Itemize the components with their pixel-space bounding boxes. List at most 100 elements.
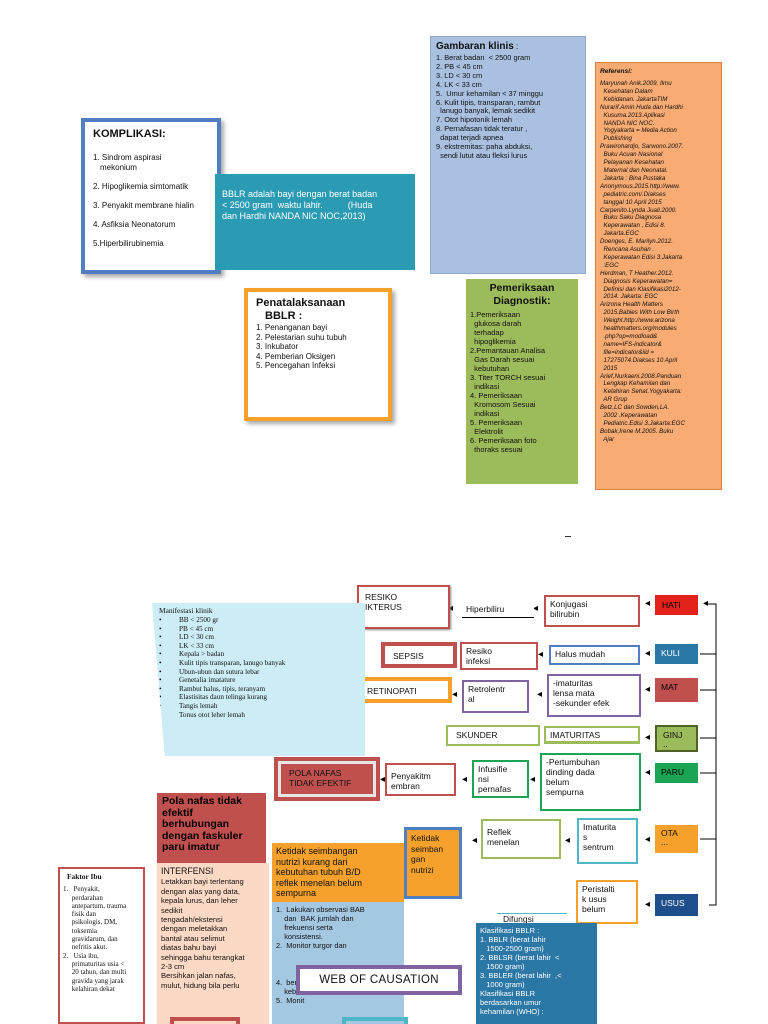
referensi-item: 17275074.Diakses 10 April [600, 356, 678, 364]
interfensi-item: Bersihkan jalan nafas, [161, 971, 236, 981]
pemeriksaan-title: Pemeriksaan Diagnostik: [489, 282, 555, 307]
web-of-causation-title: WEB OF CAUSATION [296, 965, 462, 995]
arrow-icon: ◂ [538, 649, 544, 660]
pemeriksaan-item: 5. Pemeriksaan [470, 418, 523, 427]
klasifikasi-item: 1000 gram) [480, 980, 525, 989]
referensi-item: NANDA NIC NOC. [600, 119, 655, 127]
pemeriksaan-diagnostik-box: Pemeriksaan Diagnostik: 1.Pemeriksaan gl… [466, 279, 578, 484]
referensi-item: 2002 .Keperawatan [600, 412, 658, 420]
faktor-ibu-item: primaturitas usia < [63, 959, 125, 968]
pemeriksaan-item: terhadap [470, 328, 504, 337]
manifestasi-item: •LK < 33 cm [159, 642, 358, 651]
pemeriksaan-item: 1.Pemeriksaan [470, 310, 521, 319]
faktor-ibu-item: toksemia [63, 926, 98, 935]
faktor-ibu-item: kelahiran dekat [63, 984, 115, 993]
nutrisi-intervention-line: 1. Lakukan observasi BAB [276, 904, 365, 914]
bullet-icon: • [159, 667, 162, 676]
referensi-item: file=indicator&iid = [600, 348, 654, 356]
nutrisi-intervention-line: dan BAK jumlah dan [276, 913, 354, 923]
arrow-icon: ◂ [472, 835, 478, 846]
organ-otak: OTA... [655, 825, 698, 853]
referensi-item: healthmatters.org/modules [600, 325, 677, 333]
referensi-item: Kusuma.2013.Aplikasi [600, 111, 665, 119]
referensi-item: Pediatric.Edisi 3.Jakarta:EGC [600, 419, 685, 427]
nutrisi-diagnosis-line: Ketidak seimbangan [276, 846, 358, 856]
manifestasi-item: •Elastisitas daun telinga kurang [159, 693, 358, 702]
outcome-retinopati: RETINOPATI [358, 677, 452, 703]
arrow-icon: ◂ [645, 899, 651, 910]
gambaran-klinis-item: dapat terjadi apnea [436, 133, 504, 143]
klasifikasi-item: Klasifikasi BBLR : [480, 926, 540, 935]
interfensi-item: dengan alas yang data, [161, 886, 240, 896]
arrow-icon: ◂ [645, 732, 651, 743]
referensi-item: Prawirohardjo, Sarwono.2007. [600, 143, 684, 151]
referensi-item: :EGC [600, 261, 619, 269]
bullet-icon: • [159, 684, 162, 693]
faktor-ibu-item: gravidarum, dan [63, 935, 118, 944]
arrow-icon: ◂ [645, 834, 651, 845]
pemeriksaan-item: Gas Darah sesuai [470, 355, 535, 364]
referensi-item: Maryunah Anik.2009. Ilmu [600, 80, 672, 87]
pemeriksaan-item: indikasi [470, 409, 500, 418]
komplikasi-item: 5.Hiperbilirubinemia [93, 239, 164, 248]
arrow-icon: ◂ [645, 684, 651, 695]
komplikasi-item: 4. Asfiksia Neonatorum [93, 220, 176, 229]
referensi-item: Definisi dan Klasifikasi2012- [600, 285, 681, 293]
klasifikasi-list: Klasifikasi BBLR :1. BBLR (berat lahir 1… [480, 926, 593, 1016]
klasifikasi-item: 1500 gram) [480, 962, 525, 971]
pemeriksaan-item: 3. Titer TORCH sesuai [470, 373, 546, 382]
referensi-box: Referensi: Maryunah Anik.2009. Ilmu Kese… [595, 62, 722, 490]
referensi-item: 2015.Babies With Low Birth [600, 309, 680, 317]
pemeriksaan-item: 4. Pemeriksaan [470, 391, 523, 400]
referensi-item: Buku Acuan Nasional [600, 151, 663, 159]
nutrisi-diagnosis-line: reflek menelan belum [276, 877, 363, 888]
arrow-icon: ◂ [448, 603, 454, 614]
klasifikasi-item: 1500-2500 gram) [480, 944, 544, 953]
bullet-icon: • [159, 633, 162, 642]
manifestasi-item: •Kepala > badan [159, 650, 358, 659]
organ-paru: PARU [655, 763, 698, 783]
pemeriksaan-item: glukosa darah [470, 319, 522, 328]
penatalaksanaan-list: 1. Penanganan bayi 2. Pelestarian suhu t… [256, 323, 380, 371]
faktor-ibu-item: antepartum, trauma [63, 901, 127, 910]
klasifikasi-item: 3. BBLER (berat lahir ,< [480, 971, 562, 980]
referensi-item: AR Grup [600, 396, 628, 404]
referensi-item: Weight.http://www.arizona [600, 317, 675, 325]
gambaran-klinis-item: 6. Kulit tipis, transparan, rambut [436, 97, 541, 107]
mid-difungsi: Difungsi [497, 913, 567, 925]
referensi-item: Doenges, E. Marilyn.2012. [600, 238, 673, 246]
definition-line: BBLR adalah bayi dengan berat badan [222, 189, 378, 199]
referensi-item: Maternal dan Neonatal. [600, 166, 668, 174]
gambaran-klinis-item: sendi lutut atau fleksi lurus [436, 150, 528, 160]
gambaran-klinis-box: Gambaran klinis : 1. Berat badan < 2500 … [430, 36, 586, 274]
referensi-item: Lengkap Kehamilan dan [600, 380, 671, 388]
gambaran-klinis-item: 2. PB < 45 cm [436, 61, 483, 71]
manifestasi-item: •PB < 45 cm [159, 625, 358, 634]
manifestasi-text: Ubun-ubun dan sutura lebar [179, 667, 260, 676]
interfensi-item: 2-3 cm [161, 962, 185, 972]
manifestasi-item: •Tangis lemah [159, 702, 358, 711]
manifestasi-item: •Kulit tipis transparan, lanugo banyak [159, 659, 358, 668]
referensi-item: 2015 [600, 364, 618, 372]
arrow-icon: ◂ [645, 648, 651, 659]
definition-box: BBLR adalah bayi dengan berat badan < 25… [215, 174, 415, 270]
faktor-ibu-item: psikologis, DM, [63, 918, 118, 927]
manifestasi-text: Genetalia imatature [179, 676, 236, 685]
penatalaksanaan-item: 1. Penanganan bayi [256, 323, 328, 332]
pemeriksaan-item: hipoglikemia [470, 337, 516, 346]
komplikasi-item: 3. Penyakit membrane hialin [93, 201, 194, 210]
nutrisi-intervention-line: frekuensi serta [276, 922, 333, 932]
organ-ginjal: GINJ.. [655, 725, 698, 752]
organ-hati: HATI [655, 595, 698, 615]
faktor-ibu-list: 1. Penyakit, perdarahan antepartum, trau… [63, 885, 140, 993]
faktor-ibu-item: gravida yang jarak [63, 976, 124, 985]
